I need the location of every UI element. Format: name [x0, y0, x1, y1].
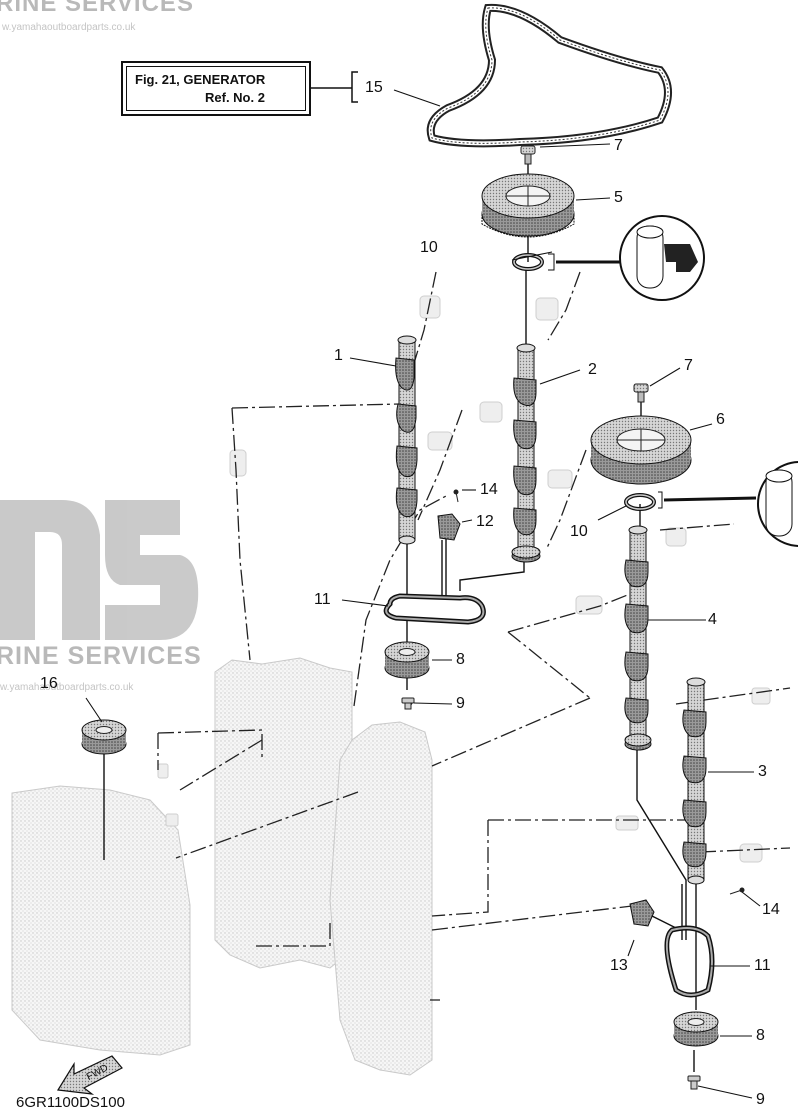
callout-10-top: 10	[420, 239, 438, 256]
seal-detail-second	[658, 461, 798, 547]
reference-box-inner	[126, 66, 306, 111]
camshaft-1	[395, 335, 418, 545]
fwd-arrow-icon: FWD	[56, 1055, 123, 1095]
timing-chain-11-lower	[664, 925, 715, 998]
chain-tensioner-12	[437, 513, 461, 541]
bolt-7-second	[633, 383, 649, 403]
callout-2: 2	[588, 361, 597, 378]
bolt-14-lower	[729, 887, 745, 895]
seal-10-second	[624, 493, 656, 511]
callout-10-second: 10	[570, 523, 588, 540]
watermark-brand: RINE SERVICES	[0, 0, 194, 17]
callout-9-lower: 9	[756, 1091, 765, 1108]
callout-5: 5	[614, 189, 623, 206]
callout-1: 1	[334, 347, 343, 364]
callout-7-top: 7	[614, 137, 623, 154]
reference-number: Ref. No. 2	[205, 90, 265, 105]
seal-detail-top	[548, 215, 705, 301]
pulley-8-lower	[673, 1011, 719, 1047]
pulley-8-upper	[384, 641, 430, 679]
callout-8-lower: 8	[756, 1027, 765, 1044]
callout-14-upper: 14	[480, 481, 498, 498]
reference-box: Fig. 21, GENERATOR Ref. No. 2	[121, 61, 311, 116]
cam-sprocket-5	[481, 173, 575, 238]
camshaft-3	[682, 677, 707, 885]
callout-12: 12	[476, 513, 494, 530]
callout-leaders	[85, 89, 761, 1099]
reference-figure: Fig. 21, GENERATOR	[135, 72, 266, 87]
callout-14-lower: 14	[762, 901, 780, 918]
ghost-fittings	[157, 295, 771, 863]
callout-11-lower: 11	[754, 957, 771, 974]
watermark-logo	[0, 500, 199, 640]
camshaft-4	[624, 525, 652, 751]
chain-tensioner-13	[629, 899, 655, 927]
timing-chain-11-upper	[383, 593, 486, 625]
camshaft-2	[511, 343, 541, 563]
cylinder-block-front	[11, 785, 191, 1056]
cam-sprocket-6	[590, 415, 692, 485]
seal-10-top	[512, 253, 544, 271]
callout-16: 16	[40, 675, 58, 692]
callout-13: 13	[610, 957, 628, 974]
drawing-code: 6GR1100DS100	[16, 1094, 125, 1111]
cylinder-head-right	[329, 721, 433, 1076]
centre-lines	[157, 271, 791, 1001]
callout-3: 3	[758, 763, 767, 780]
watermark-brand-mid: RINE SERVICES	[0, 642, 202, 670]
idler-16	[81, 719, 127, 755]
watermark-url-mid: w.yamahaoutboardparts.co.uk	[0, 682, 134, 693]
watermark-url: w.yamahaoutboardparts.co.uk	[2, 22, 136, 33]
callout-6: 6	[716, 411, 725, 428]
generator-belt	[426, 3, 672, 148]
callout-9-upper: 9	[456, 695, 465, 712]
callout-7-second: 7	[684, 357, 693, 374]
ref-bracket	[311, 71, 358, 103]
callout-11-upper: 11	[314, 591, 331, 608]
callout-8-upper: 8	[456, 651, 465, 668]
callout-15: 15	[365, 79, 383, 96]
bolt-14-upper	[453, 489, 459, 503]
bolt-9-upper	[401, 697, 415, 710]
callout-4: 4	[708, 611, 717, 628]
bolt-9-lower	[687, 1075, 701, 1090]
bolt-7-top	[520, 145, 536, 165]
